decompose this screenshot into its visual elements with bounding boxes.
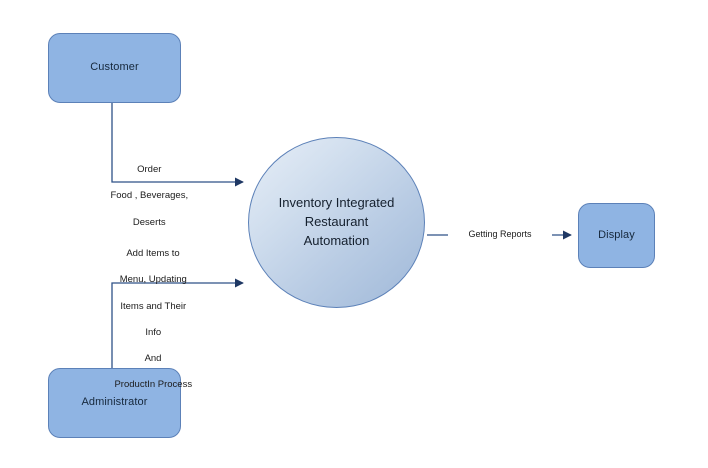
process-label-line-2: Restaurant [304, 214, 369, 230]
entity-administrator-label: Administrator [81, 396, 148, 409]
flow-label-order-line-3: Deserts [132, 216, 166, 228]
entity-display[interactable]: Display [578, 203, 655, 268]
entity-customer-label: Customer [90, 61, 139, 74]
flow-label-getting-reports: Getting Reports [448, 228, 552, 241]
connector-administrator-to-process [111, 278, 244, 368]
flow-label-admin-input-line-4: Info [145, 326, 162, 338]
flow-label-admin-input-line-6: ProductIn Process [114, 379, 193, 391]
flow-label-admin-input-line-1: Add Items to [126, 248, 180, 260]
process-label-line-1: Inventory Integrated [278, 195, 395, 211]
flow-label-order-line-2: Food , Beverages, [110, 190, 189, 202]
process-label-line-3: Automation [303, 232, 370, 248]
process-label: Inventory Integrated Restaurant Automati… [279, 194, 395, 251]
flow-label-admin-input-line-2: Menu, Updating [119, 274, 187, 286]
entity-display-label: Display [598, 228, 635, 241]
flow-label-admin-input: Add Items to Menu, Updating Items and Th… [92, 234, 204, 404]
connector-customer-to-process [111, 103, 244, 187]
entity-customer[interactable]: Customer [48, 33, 181, 103]
flow-label-order-line-1: Order [137, 164, 162, 176]
flow-label-order: Order Food , Beverages, Deserts [86, 150, 202, 242]
entity-administrator[interactable]: Administrator [48, 368, 181, 438]
process-inventory-integrated-restaurant-automation[interactable]: Inventory Integrated Restaurant Automati… [248, 137, 425, 308]
flow-label-admin-input-line-5: And [144, 352, 162, 364]
flow-label-admin-input-line-3: Items and Their [120, 300, 187, 312]
